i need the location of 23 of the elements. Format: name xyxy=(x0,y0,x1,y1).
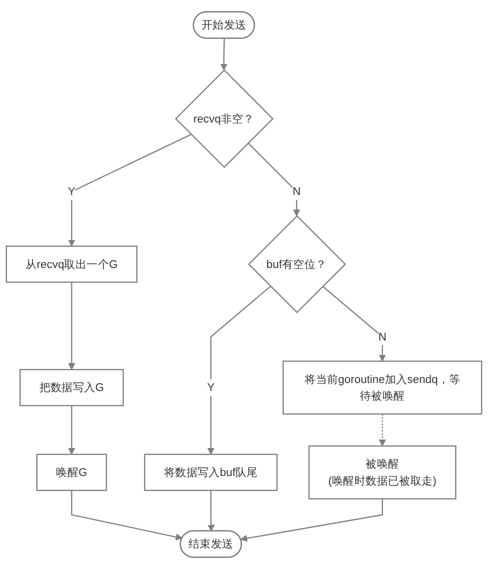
node-box: 从recvq取出一个G xyxy=(6,246,138,283)
edge-label: N xyxy=(292,184,301,198)
arrow xyxy=(68,282,76,370)
arrow xyxy=(68,406,76,455)
node-diamond: recvq非空？ xyxy=(174,69,274,168)
edge-label: Y xyxy=(68,184,76,198)
arrow xyxy=(208,490,215,532)
arrow xyxy=(248,142,300,216)
arrow xyxy=(68,134,192,246)
arrow xyxy=(71,490,183,540)
arrow xyxy=(378,414,386,446)
edge-label: N xyxy=(378,330,386,343)
node-box: 唤醒G xyxy=(36,454,108,491)
arrow xyxy=(207,286,271,455)
node-box: 把数据写入G xyxy=(20,368,124,406)
arrow xyxy=(322,286,386,362)
node-box: 被唤醒 (唤醒时数据已被取走) xyxy=(308,445,456,500)
node-box: 将当前goroutine加入sendq，等待被唤醒 xyxy=(282,360,482,415)
arrow xyxy=(240,498,383,542)
node-box: 将数据写入buf队尾 xyxy=(144,454,278,491)
edge-label: Y xyxy=(207,380,215,394)
node-diamond: buf有空位？ xyxy=(248,215,346,314)
arrow xyxy=(220,38,228,71)
